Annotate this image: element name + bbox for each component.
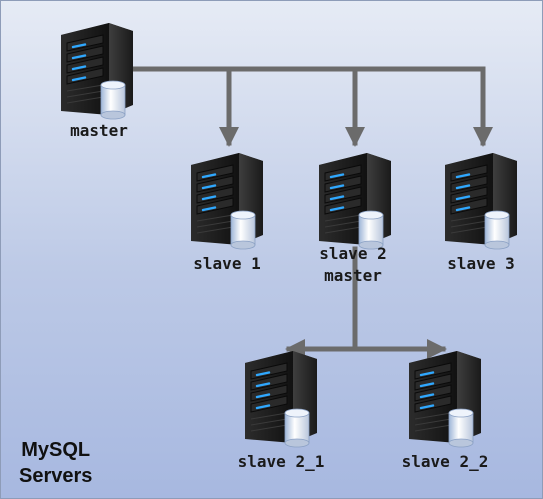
node-slave-2-2-label: slave 2_2 bbox=[401, 452, 489, 471]
node-slave-1-label: slave 1 bbox=[193, 254, 261, 273]
node-slave-3-label: slave 3 bbox=[447, 254, 515, 273]
caption-line-1: MySQL bbox=[21, 439, 91, 461]
server-with-database-icon bbox=[57, 21, 137, 121]
node-slave-2-1-label: slave 2_1 bbox=[237, 452, 325, 471]
server-with-database-icon bbox=[441, 151, 521, 251]
server-with-database-icon bbox=[405, 349, 485, 449]
server-with-database-icon bbox=[241, 349, 321, 449]
server-with-database-icon bbox=[187, 151, 267, 251]
node-slave-2-label: slave 2 bbox=[319, 244, 387, 263]
caption-line-2: Servers bbox=[19, 465, 93, 487]
diagram-caption: MySQL Servers bbox=[19, 437, 92, 489]
node-slave-2-role-label: master bbox=[324, 266, 382, 285]
node-master-label: master bbox=[70, 121, 128, 140]
server-with-database-icon bbox=[315, 151, 395, 251]
